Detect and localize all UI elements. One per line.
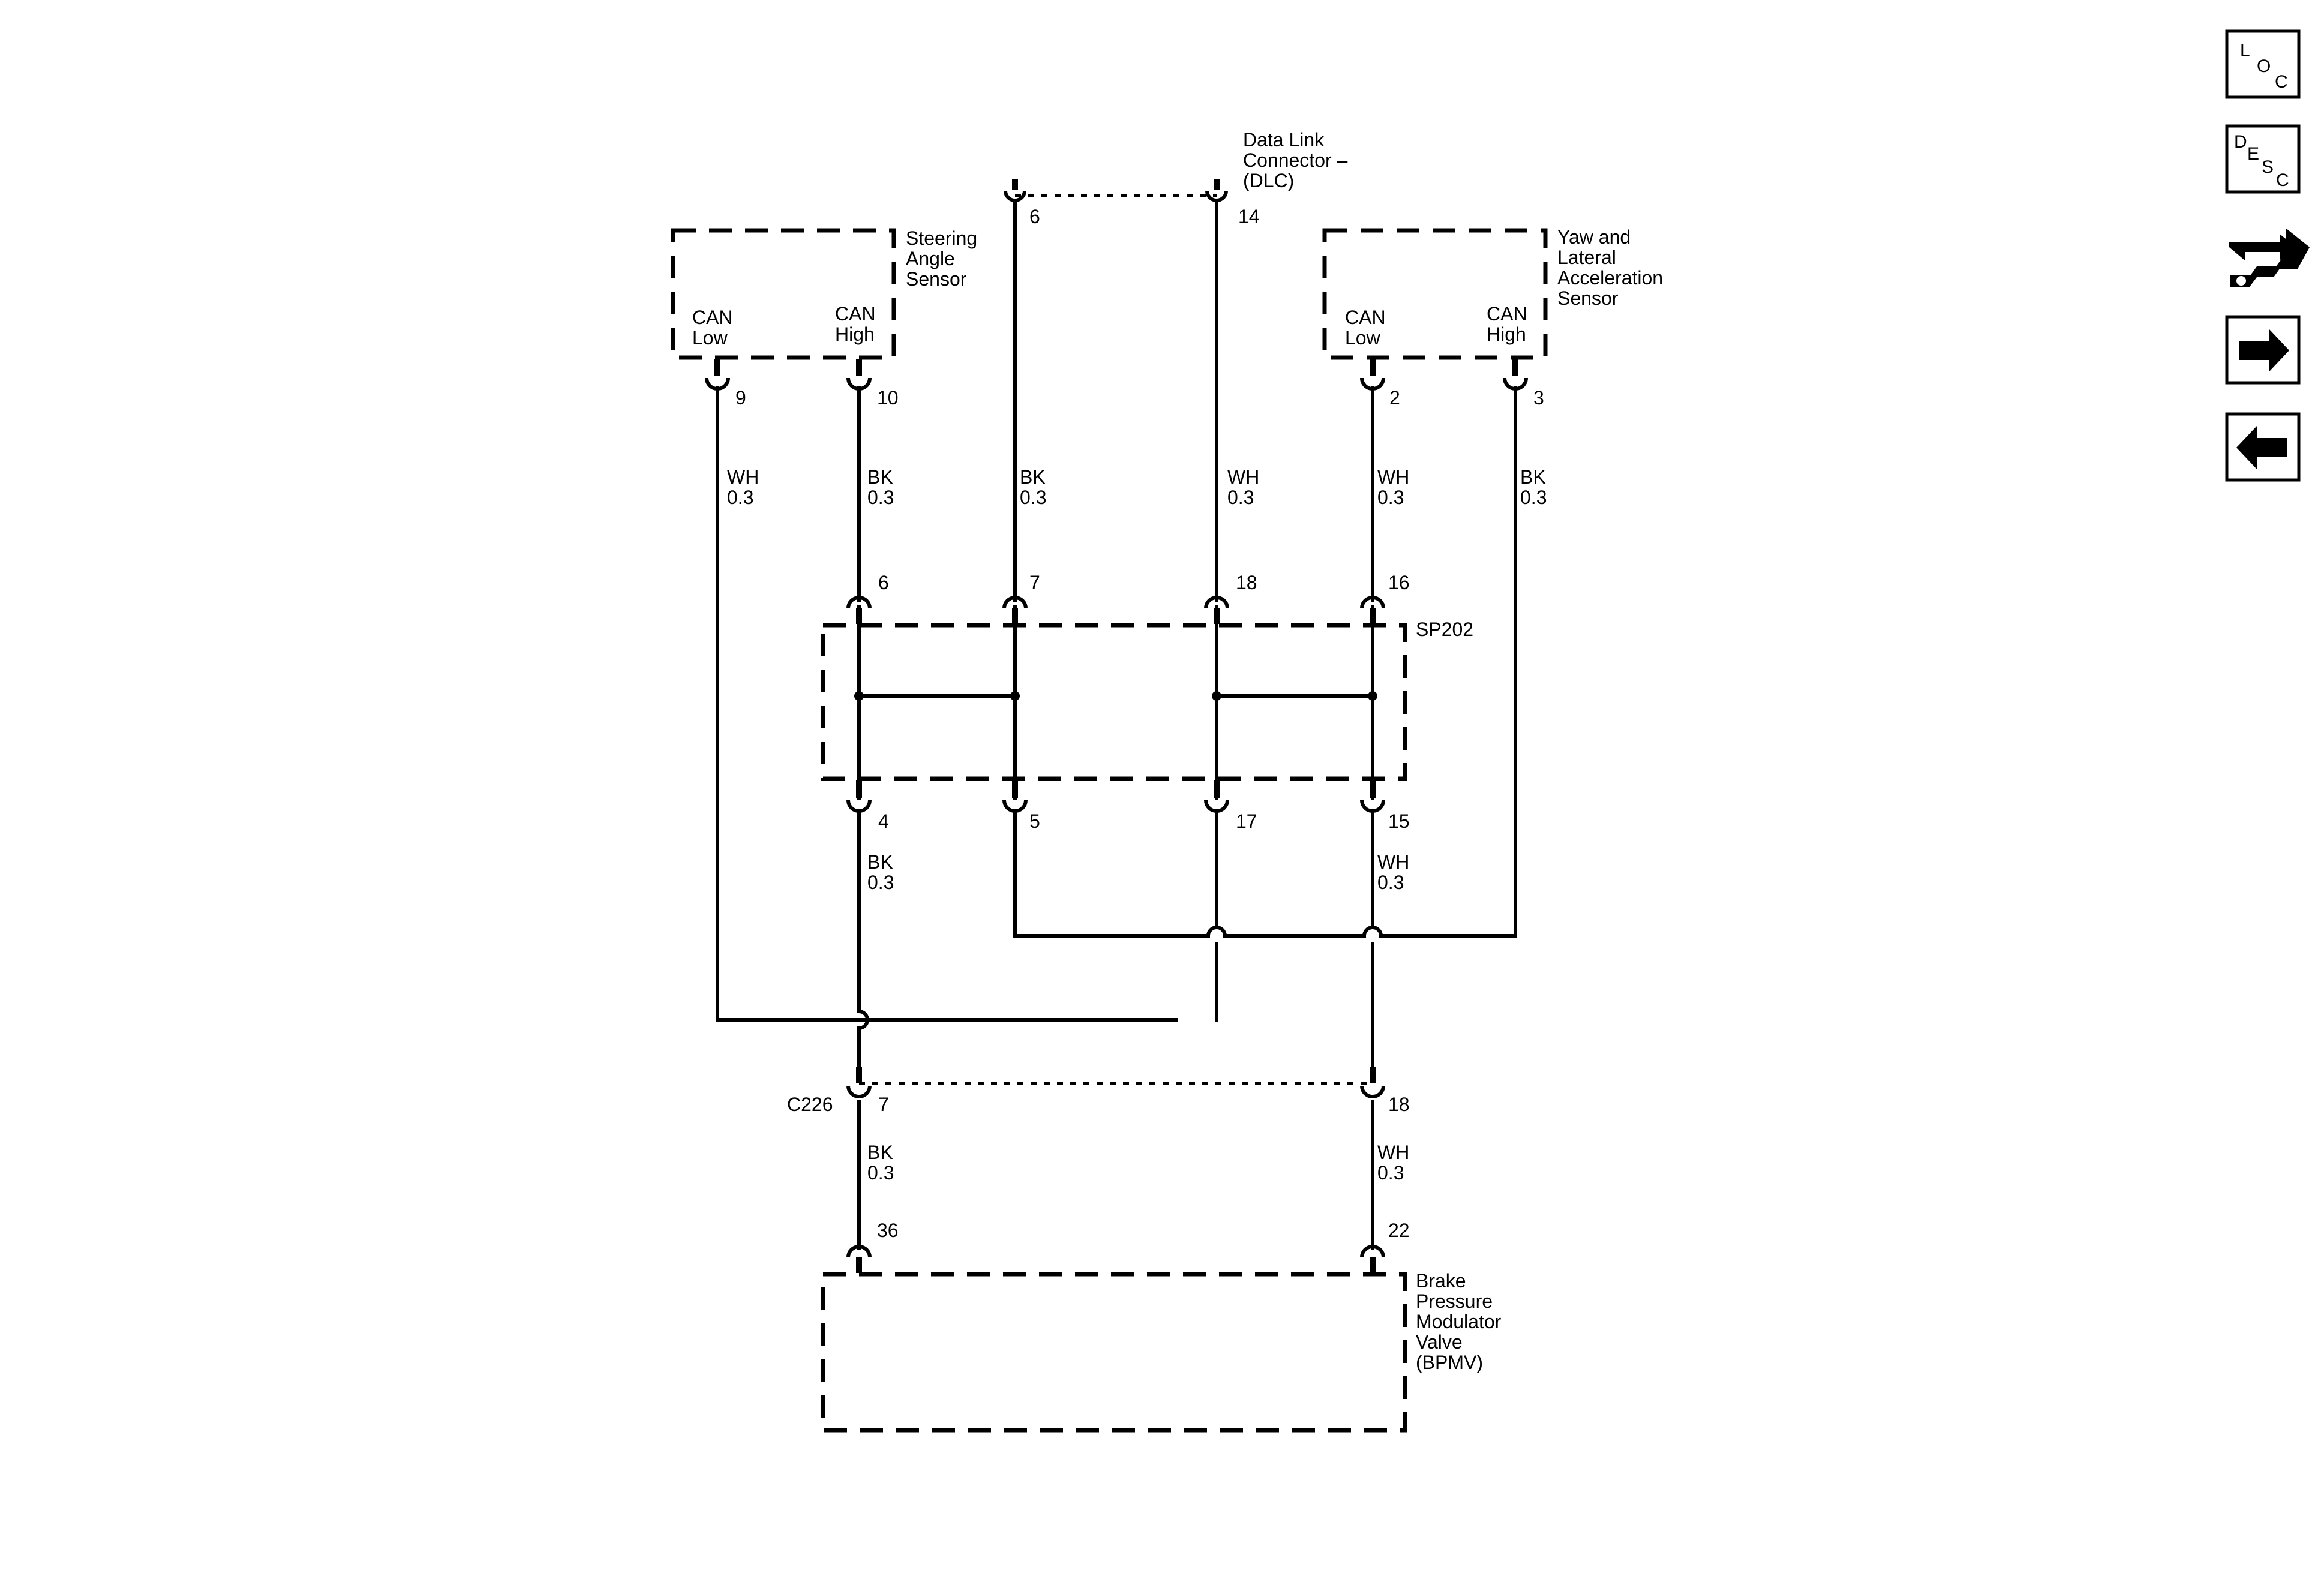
yaw-can-low-2: Low [1345,327,1381,349]
steering-angle-sensor-box [671,228,896,360]
wire-sas-can-low [716,386,1178,1022]
yaw-label-2: Lateral [1557,247,1616,268]
dlc-pin-14-label: 14 [1238,206,1260,227]
sas-pin-10-label: 10 [877,387,899,409]
yaw-can-high-1: CAN [1487,303,1527,325]
wire-8-color: WH [1377,851,1409,873]
bpmv-pin-36-label: 36 [877,1220,899,1241]
desc-letter-c: C [2276,170,2289,190]
sp202-bottom-pin-4: 15 [1388,810,1410,832]
sp202-top-pin-3: 18 [1236,572,1257,593]
desc-button[interactable]: D E S C [2225,124,2301,194]
wire-2-color: BK [867,466,893,488]
sp202-bottom-pin-2: 5 [1029,810,1040,832]
yaw-pin-2-label: 2 [1389,387,1400,409]
yaw-can-low-1: CAN [1345,307,1386,328]
previous-page-button[interactable] [2225,412,2301,482]
sp202-bottom-pin-3: 17 [1236,810,1257,832]
dlc-pin-6-terminal [1004,179,1026,202]
sas-pin-10-terminal [846,359,872,391]
sas-can-low-1: CAN [692,307,733,328]
desc-letter-d: D [2234,132,2247,152]
loc-letter-l: L [2240,41,2250,61]
dlc-pin-6-label: 6 [1029,206,1040,227]
yaw-can-high-2: High [1487,323,1526,345]
arrow-right-icon [2239,329,2289,372]
desc-letter-e: E [2247,144,2259,164]
wire-yaw-can-high [1380,386,1517,938]
wire-1-color: WH [727,466,759,488]
bpmv-label-3: Modulator [1416,1311,1502,1332]
sas-pin-9-label: 9 [735,387,746,409]
sas-can-high-2: High [835,323,875,345]
wire-10-gauge: 0.3 [1377,1162,1404,1184]
wire-10-color: WH [1377,1142,1409,1163]
sp202-top-pin-4: 16 [1388,572,1410,593]
bpmv-box [821,1272,1407,1433]
dlc-label-3: (DLC) [1243,170,1294,191]
bpmv-pin-22-label: 22 [1388,1220,1410,1241]
sp202-box [821,623,1407,781]
sp202-bottom-pin-1: 4 [878,810,889,832]
dlc-label-1: Data Link [1243,129,1325,151]
connector-tool-icon[interactable] [2220,216,2310,294]
c226-pin-18-label: 18 [1388,1094,1410,1115]
sp202-top-terminals [846,596,1385,624]
bpmv-label-5: (BPMV) [1416,1352,1483,1373]
bpmv-terminals [846,1245,1385,1273]
wire-8-gauge: 0.3 [1377,872,1404,893]
wire-1-gauge: 0.3 [727,487,753,508]
yaw-label-3: Acceleration [1557,267,1663,289]
next-page-button[interactable] [2225,315,2301,385]
c226-label: C226 [787,1094,833,1115]
bpmv-label-4: Valve [1416,1331,1463,1353]
wire-5-color: WH [1377,466,1409,488]
yaw-sensor-box [1322,228,1548,360]
sas-can-low-2: Low [692,327,728,349]
sp202-top-pin-2: 7 [1029,572,1040,593]
wire-4-color: WH [1227,466,1259,488]
wire-sp202-5 [1013,812,1210,938]
wire-7-color: BK [867,851,893,873]
sas-pin-9-terminal [705,359,730,391]
bpmv-label-1: Brake [1416,1270,1466,1292]
wire-3-color: BK [1020,466,1046,488]
yaw-label-1: Yaw and [1557,226,1631,248]
desc-letter-s: S [2262,157,2274,177]
loc-letter-c: C [2275,72,2288,92]
wire-6-color: BK [1520,466,1546,488]
yaw-pin-2-terminal [1360,359,1385,391]
yaw-pin-3-terminal [1503,359,1528,391]
sas-label-2: Angle [906,248,955,269]
bpmv-label-2: Pressure [1416,1290,1493,1312]
sp202-bottom-terminals [846,780,1385,813]
wire-2-gauge: 0.3 [867,487,894,508]
loc-button[interactable]: L O C [2225,29,2301,99]
yaw-label-4: Sensor [1557,287,1619,309]
sp202-top-pin-1: 6 [878,572,889,593]
dlc-label-2: Connector – [1243,149,1348,171]
wire-9-gauge: 0.3 [867,1162,894,1184]
arrow-left-icon [2236,426,2287,469]
wire-9-color: BK [867,1142,893,1163]
c226-pin-7-label: 7 [878,1094,889,1115]
c226-terminals [846,1067,1385,1098]
yaw-pin-3-label: 3 [1533,387,1544,409]
wire-7-gauge: 0.3 [867,872,894,893]
wire-6-gauge: 0.3 [1520,487,1547,508]
wire-4-gauge: 0.3 [1227,487,1254,508]
sas-can-high-1: CAN [835,303,876,325]
wire-3-gauge: 0.3 [1020,487,1046,508]
dlc-pin-14-terminal [1205,179,1228,202]
loc-letter-o: O [2257,56,2271,76]
sas-label-1: Steering [906,227,977,249]
wire-5-gauge: 0.3 [1377,487,1404,508]
sp202-label: SP202 [1416,619,1473,640]
sas-label-3: Sensor [906,268,967,290]
